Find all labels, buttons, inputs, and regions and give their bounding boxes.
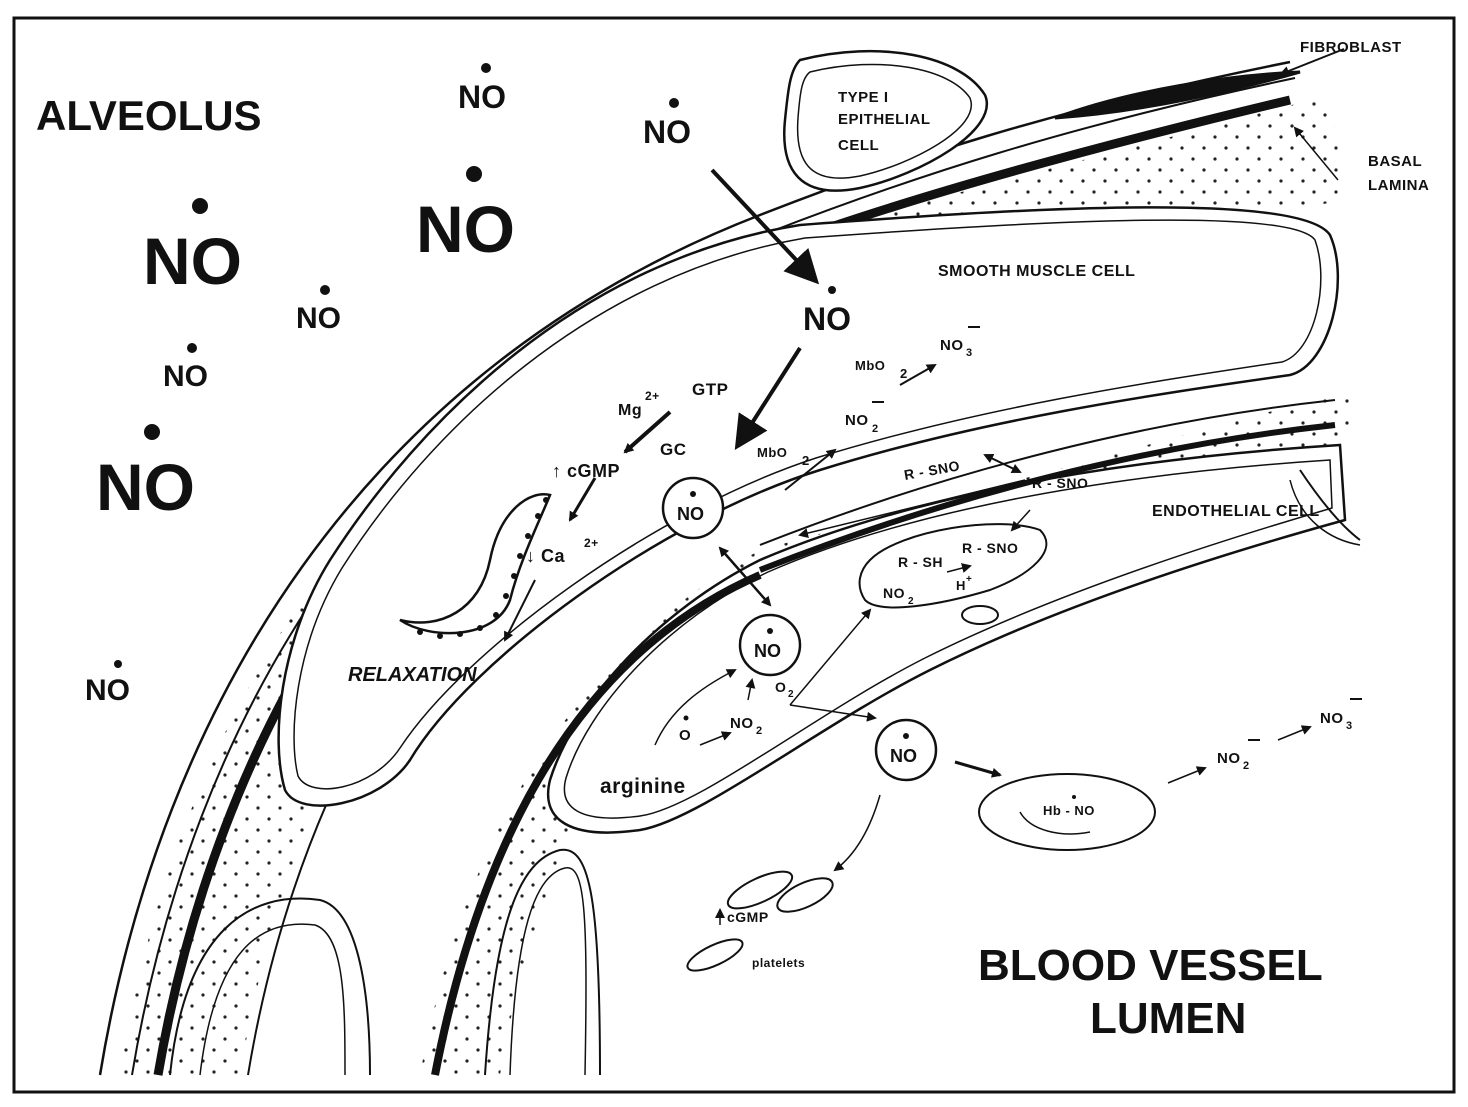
no2-label-upper: NO <box>845 412 869 429</box>
hbno-label: Hb - NO <box>1043 803 1095 818</box>
mbo2-sub-upper: 2 <box>900 366 908 381</box>
no2-label-vesicle: NO <box>883 585 905 601</box>
mbo2-label-upper: MbO <box>855 358 885 373</box>
mbo2-sub-lower: 2 <box>802 453 810 468</box>
no-label: NO <box>890 746 917 766</box>
no-label: NO <box>296 302 341 335</box>
no2-sub-upper: 2 <box>872 423 879 435</box>
no-label: NO <box>143 224 242 298</box>
type1-label-2: EPITHELIAL <box>838 111 931 128</box>
ca-label: ↓ Ca <box>526 546 566 566</box>
relaxation-label: RELAXATION <box>348 664 477 686</box>
no-label: NO <box>416 192 515 266</box>
cgmp-platelet-label: cGMP <box>727 909 769 925</box>
type1-label-1: TYPE I <box>838 89 889 106</box>
mg-label: Mg <box>618 402 642 419</box>
no-label: NO <box>803 301 851 337</box>
rsno-label-3: R - SNO <box>962 540 1018 556</box>
no-label: NO <box>643 114 691 150</box>
lumen-label: LUMEN <box>1090 994 1246 1043</box>
ca-charge: 2+ <box>584 536 599 550</box>
platelets-label: platelets <box>752 956 805 970</box>
no-label: NO <box>96 450 195 524</box>
o2-label: O <box>775 679 786 695</box>
mg-charge: 2+ <box>645 389 660 403</box>
rsh-label: R - SH <box>898 554 943 570</box>
smooth-muscle-label: SMOOTH MUSCLE CELL <box>938 263 1135 280</box>
no3-label-lumen: NO <box>1320 710 1344 727</box>
blood-vessel-label: BLOOD VESSEL <box>978 941 1323 990</box>
no-label: NO <box>85 674 130 707</box>
no2-label-lumen: NO <box>1217 750 1241 767</box>
gc-label: GC <box>660 440 687 459</box>
no-label: NO <box>458 79 506 115</box>
o2-sub: 2 <box>788 689 794 700</box>
no3-label-upper: NO <box>940 337 964 354</box>
no2-label-arg: NO <box>730 715 754 732</box>
svg-text:+: + <box>966 574 972 585</box>
gtp-label: GTP <box>692 380 728 399</box>
mbo2-label-lower: MbO <box>757 445 787 460</box>
basal-label-1: BASAL <box>1368 153 1422 170</box>
no2-sub-arg: 2 <box>756 725 763 737</box>
type1-label-3: CELL <box>838 137 879 154</box>
cgmp-label: ↑ cGMP <box>552 461 620 481</box>
no-label: NO <box>163 360 208 393</box>
endothelial-label: ENDOTHELIAL CELL <box>1152 503 1320 520</box>
no2-sub-vesicle: 2 <box>908 596 914 607</box>
no2-sub-lumen: 2 <box>1243 760 1250 772</box>
arginine-label: arginine <box>600 775 686 798</box>
no3-sub-lumen: 3 <box>1346 720 1353 732</box>
no-label: NO <box>677 504 704 524</box>
no-label: NO <box>754 641 781 661</box>
no3-sub-upper: 3 <box>966 347 973 359</box>
fibroblast-label: FIBROBLAST <box>1300 39 1402 56</box>
o-radical-label: O <box>679 727 691 744</box>
fibroblast-shape <box>1055 72 1300 118</box>
basal-label-2: LAMINA <box>1368 177 1429 194</box>
rsno-label-2: R - SNO <box>1032 475 1088 491</box>
alveolus-label: ALVEOLUS <box>36 92 262 139</box>
h-plus-label: H <box>956 578 966 593</box>
